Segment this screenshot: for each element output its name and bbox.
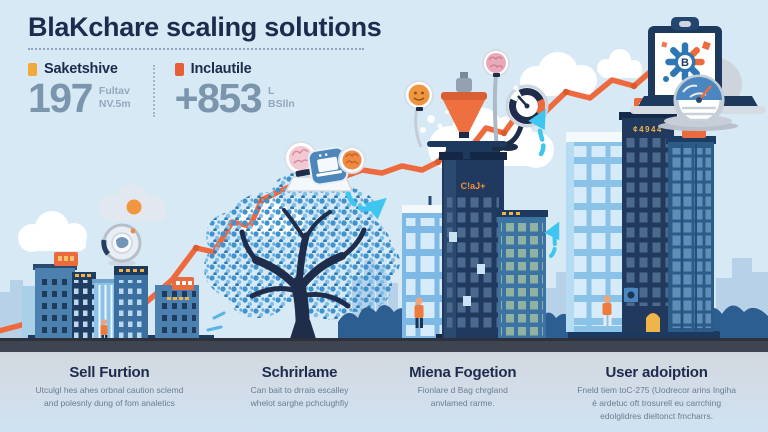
section-heading: Schrirlame [261, 364, 338, 381]
stat-unit-top: Fultav [98, 85, 130, 98]
stat-unit-top: L [268, 85, 275, 98]
center-tower-sign: C!aJ+ [461, 181, 486, 191]
stat-unit: L BSlln [268, 85, 295, 118]
section-body: Fionlare d Bag chrgland anvlamed rarme. [417, 385, 508, 408]
section-body: Can bait to drrais escalley whelot sargh… [250, 385, 349, 408]
orange-brain-badge-icon [338, 146, 366, 174]
cloud [18, 211, 87, 252]
ground-line [0, 338, 768, 341]
stat-value: +853 [174, 75, 263, 122]
sun-icon [126, 199, 142, 215]
section-heading: Miena Fogetion [409, 364, 517, 381]
idea-badges [284, 141, 366, 192]
title-divider [28, 48, 364, 51]
stat-block-left: Saketshive 197 Fultav NV.5m [28, 61, 131, 122]
brain-balloon-icon [482, 49, 510, 77]
right-buildings: ¢4944 [558, 98, 734, 345]
section-sell-furtion: Sell Furtion Utculgl hes ahes orbnal cau… [0, 361, 219, 432]
stat-bullet-icon [174, 62, 184, 76]
section-body: Fneld tiem toC-275 (Uodrecor arins Ingih… [577, 385, 736, 421]
center-buildings: C!aJ+ [402, 146, 548, 345]
stat-unit-bottom: BSlln [268, 97, 295, 110]
right-tower-sign: ¢4944 [633, 125, 663, 134]
section-user-adoption: User adoiption Fneld tiem toC-275 (Uodre… [545, 361, 768, 432]
up-arrows [206, 109, 560, 332]
gear-icon: B [661, 41, 711, 82]
ground-bar [0, 341, 768, 352]
magnifier-gauge-icon [673, 74, 725, 126]
stat-block-right: Inclautile +853 L BSlln [174, 61, 295, 122]
bubbles [420, 85, 519, 133]
person [414, 297, 424, 328]
device-clipboard: B [630, 17, 766, 131]
section-schrirlame: Schrirlame Can bait to drrais escalley w… [219, 361, 380, 432]
funnel-icon [441, 72, 487, 138]
person [602, 295, 612, 326]
page-title: BlaKchare scaling solutions [28, 12, 382, 42]
stat-label: Inclautile [190, 61, 252, 78]
tree-foliage [204, 172, 400, 320]
stat-unit: Fultav NV.5m [99, 85, 131, 118]
stats-row: Saketshive 197 Fultav NV.5m Inclautile +… [28, 61, 420, 122]
door [646, 313, 660, 332]
stat-bullet-icon [28, 62, 37, 76]
coin-balloon-icon [404, 80, 434, 111]
section-heading: Sell Furtion [69, 364, 150, 381]
stats-divider [152, 65, 155, 118]
roof-sign [114, 266, 148, 275]
stat-label: Saketshive [44, 61, 118, 78]
section-miena-fogetion: Miena Fogetion Fionlare d Bag chrgland a… [380, 361, 545, 432]
header: BlaKchare scaling solutions Saketshive 1… [0, 0, 420, 122]
caption-footer: Sell Furtion Utculgl hes ahes orbnal cau… [0, 352, 768, 432]
cloud [597, 49, 642, 78]
stat-unit-bottom: NV.5m [98, 97, 131, 110]
section-heading: User adoiption [605, 364, 708, 381]
gear-letter: B [681, 57, 689, 69]
section-body: Utculgl hes ahes orbnal caution sclemd a… [35, 385, 184, 408]
funnel-stand [404, 49, 549, 159]
stat-value: 197 [28, 75, 93, 122]
coin-compass-icon [101, 223, 142, 266]
city-illustration: C!aJ+ ¢4944 [0, 17, 768, 352]
